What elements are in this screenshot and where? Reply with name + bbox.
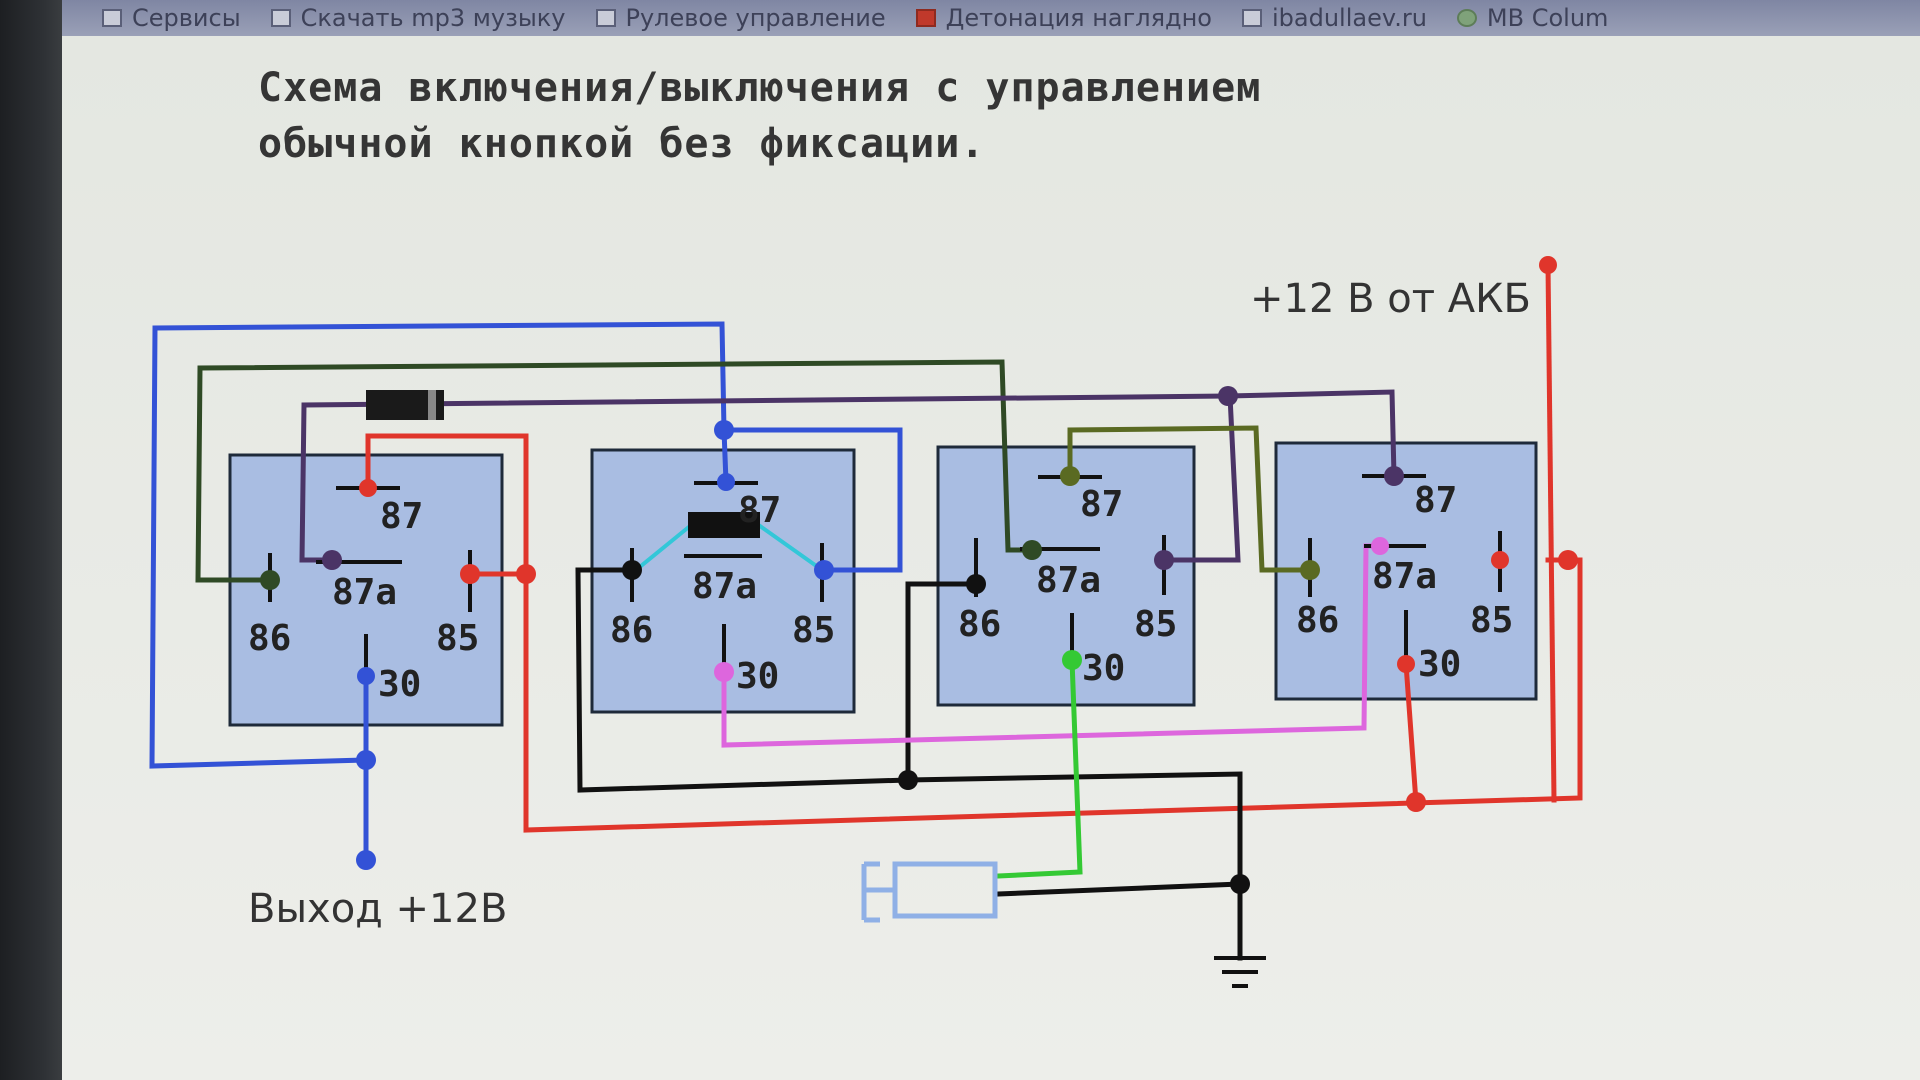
video-icon	[915, 9, 936, 27]
relay-3-pin-86: 86	[958, 604, 1001, 645]
bookmark-steering[interactable]: Рулевое управление	[595, 4, 886, 32]
relay-3-pin-30: 30	[1082, 648, 1125, 689]
title-line-2: обычной кнопкой без фиксации.	[258, 121, 986, 167]
wire-black-relay3-86	[905, 581, 979, 783]
bookmark-music[interactable]: Скачать mp3 музыку	[270, 4, 566, 32]
relay-2-pin-87a: 87a	[692, 566, 757, 607]
relay-1-pin-86: 86	[248, 618, 291, 659]
relay-2-pin-85: 85	[792, 610, 835, 651]
bookmark-label: ibadullaev.ru	[1272, 4, 1427, 32]
relay-2-pin-86: 86	[610, 610, 653, 651]
bookmark-label: Сервисы	[132, 4, 241, 32]
junction-dots	[260, 256, 1578, 894]
bookmark-label: Детонация наглядно	[945, 4, 1212, 32]
bookmark-services[interactable]: Сервисы	[102, 4, 241, 32]
push-button-icon	[861, 861, 998, 923]
wire-purple-relay3-85	[1161, 393, 1241, 563]
wire-green	[995, 657, 1083, 879]
bookmark-detonation[interactable]: Детонация наглядно	[915, 4, 1212, 32]
wire-olive	[1067, 425, 1313, 573]
relay-2-pin-87: 87	[738, 490, 781, 531]
page-icon	[595, 9, 616, 27]
page-icon	[1242, 9, 1262, 27]
relay-4-pin-87: 87	[1414, 480, 1457, 521]
wire-cyan	[633, 523, 825, 573]
battery-label: +12 В от АКБ	[1250, 276, 1531, 322]
relay-2-switch-arm	[688, 512, 760, 538]
relay-1-pin-30: 30	[378, 664, 421, 705]
wire-black-relay2-86	[575, 567, 1243, 887]
music-icon	[270, 9, 291, 27]
relay-1-pin-87a: 87a	[332, 572, 397, 613]
wire-red-battery	[1545, 262, 1557, 803]
grid-icon	[102, 9, 122, 27]
wire-blue-loop	[149, 321, 903, 769]
wire-darkgreen	[195, 359, 1035, 583]
wire-black-ground	[995, 881, 1243, 961]
relay-4-pin-85: 85	[1470, 600, 1513, 641]
bookmark-ibadullaev[interactable]: ibadullaev.ru	[1242, 4, 1427, 32]
relay-3-pin-85: 85	[1134, 604, 1177, 645]
relay-2-pin-30: 30	[736, 656, 779, 697]
monitor-bezel	[0, 0, 62, 1080]
relay-circuit-diagram: 87 87a 86 85 30 87 87a 86 85 30 87 87a 8…	[149, 256, 1583, 988]
bookmark-label: Рулевое управление	[625, 4, 886, 32]
wire-red-relay4-30	[1403, 661, 1419, 805]
title-line-1: Схема включения/выключения с управлением	[258, 65, 1262, 111]
diode-icon	[366, 390, 444, 420]
bookmark-label: MB Colum	[1486, 4, 1609, 32]
ground-icon	[1214, 956, 1266, 988]
bookmark-label: Скачать mp3 музыку	[300, 4, 566, 32]
page-title: Схема включения/выключения с управлением…	[258, 60, 1458, 172]
wire-purple	[299, 389, 1397, 563]
bookmarks-bar: Сервисы Скачать mp3 музыку Рулевое управ…	[62, 0, 1920, 36]
relay-4-pin-86: 86	[1296, 600, 1339, 641]
wire-red-relay1-87	[365, 433, 1583, 833]
relay-1-pin-85: 85	[436, 618, 479, 659]
globe-icon	[1456, 9, 1477, 27]
relay-4-pin-87a: 87a	[1372, 556, 1437, 597]
relay-3-pin-87a: 87a	[1036, 560, 1101, 601]
relay-3-pin-87: 87	[1080, 484, 1123, 525]
relay-1-pin-87: 87	[380, 496, 423, 537]
bookmark-mb-colum[interactable]: MB Colum	[1456, 4, 1609, 32]
relay-4-pin-30: 30	[1418, 644, 1461, 685]
output-label: Выход +12В	[248, 886, 507, 932]
